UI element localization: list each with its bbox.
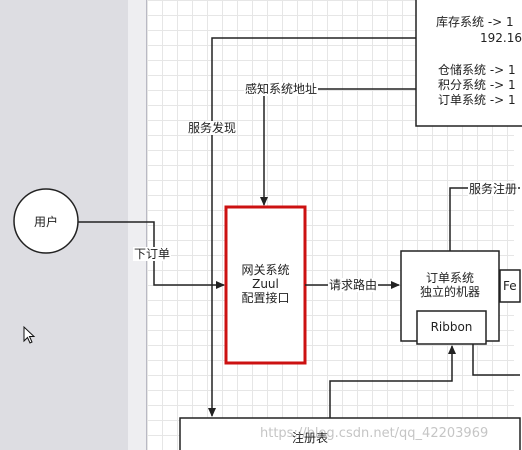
edge-service-register[interactable] xyxy=(449,187,520,251)
panel-divider[interactable] xyxy=(128,0,147,450)
registry-node[interactable] xyxy=(179,417,521,450)
order-system-label: 订单系统 独立的机器 xyxy=(401,268,499,302)
config-line-points: 积分系统 -> 1 xyxy=(438,78,516,92)
feign-label: Fe xyxy=(503,279,517,293)
edge-label-service-discovery: 服务发现 xyxy=(187,121,238,135)
config-line-order: 订单系统 -> 1 xyxy=(438,93,516,107)
registry-label: 注册表 xyxy=(292,431,329,445)
edge-sense-address[interactable] xyxy=(260,88,416,206)
edge-order-out[interactable] xyxy=(472,344,520,376)
order-system-subtitle: 独立的机器 xyxy=(419,285,480,299)
edge-label-request-routing: 请求路由 xyxy=(328,278,379,292)
edge-label-place-order: 下订单 xyxy=(133,247,172,261)
user-text: 用户 xyxy=(33,215,58,229)
config-box[interactable] xyxy=(415,0,522,127)
config-line-warehouse: 仓储系统 -> 1 xyxy=(438,63,516,77)
gateway-node[interactable] xyxy=(224,205,307,365)
edge-registry-ribbon[interactable] xyxy=(329,345,456,418)
ribbon-node[interactable] xyxy=(416,310,487,345)
cursor-icon xyxy=(23,325,36,344)
config-line-inventory: 库存系统 -> 1 xyxy=(436,15,514,29)
order-system-title: 订单系统 xyxy=(425,271,474,285)
ribbon-label: Ribbon xyxy=(417,312,486,342)
feign-node[interactable] xyxy=(499,269,521,303)
gateway-title: 网关系统 xyxy=(241,263,290,277)
config-line-ip: 192.16 xyxy=(480,31,522,45)
ribbon-text: Ribbon xyxy=(430,320,473,334)
user-label: 用户 xyxy=(14,208,78,236)
gateway-label: 网关系统 Zuul 配置接口 xyxy=(226,258,305,310)
watermark: https://blog.csdn.net/qq_42203969 xyxy=(260,426,489,441)
edge-label-service-register: 服务注册 xyxy=(468,182,519,196)
gateway-config: 配置接口 xyxy=(241,291,290,305)
edge-service-discovery[interactable] xyxy=(208,37,416,417)
user-node[interactable] xyxy=(13,188,79,254)
edge-label-sense-address: 感知系统地址 xyxy=(244,82,319,96)
gateway-zuul: Zuul xyxy=(252,277,279,291)
